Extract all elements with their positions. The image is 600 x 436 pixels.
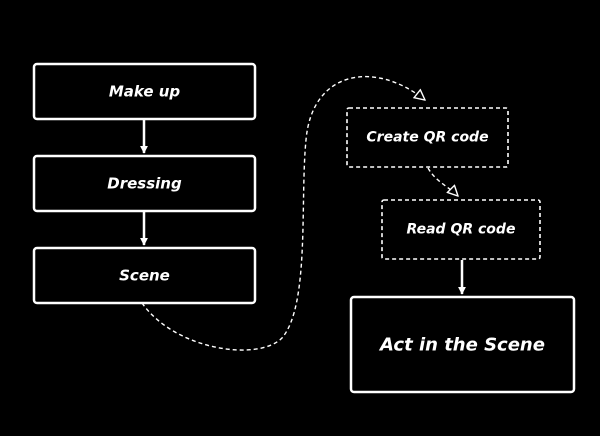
node-act-box: [349, 295, 576, 394]
node-create-qr: Create QR code: [346, 107, 509, 168]
node-dressing-box: [32, 154, 257, 213]
node-dressing: Dressing: [32, 154, 257, 213]
node-scene: Scene: [32, 246, 257, 305]
node-scene-label: Scene: [119, 267, 170, 285]
node-act-label: Act in the Scene: [378, 335, 545, 356]
node-act: Act in the Scene: [349, 295, 576, 394]
edges-layer: [140, 75, 466, 351]
node-makeup: Make up: [32, 62, 257, 121]
node-scene-box: [32, 246, 257, 305]
node-dressing-label: Dressing: [107, 175, 182, 193]
node-create-qr-box: [346, 107, 509, 168]
node-create-qr-label: Create QR code: [366, 130, 488, 146]
node-read-qr-box: [381, 199, 541, 260]
node-makeup-box: [32, 62, 257, 121]
node-makeup-label: Make up: [109, 83, 181, 101]
edge-create-qr-to-read-qr: [427, 167, 458, 196]
edge-scene-to-create-qr: [141, 75, 425, 351]
node-read-qr-label: Read QR code: [407, 222, 516, 238]
node-read-qr: Read QR code: [381, 199, 541, 260]
